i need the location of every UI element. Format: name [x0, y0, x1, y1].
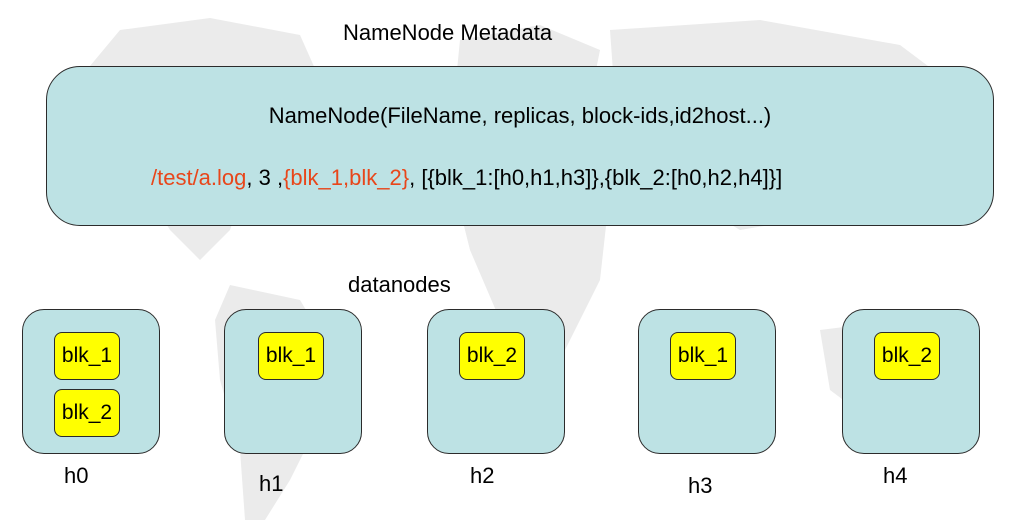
- host-label-h0: h0: [64, 463, 89, 488]
- block-blk-2: blk_2: [459, 332, 525, 380]
- block-blk-1: blk_1: [670, 332, 736, 380]
- diagram-title: NameNode Metadata: [343, 20, 553, 45]
- record-id2host: [{blk_1:[h0,h1,h3]},{blk_2:[h0,h2,h4]}]: [421, 165, 783, 190]
- datanode-h0: blk_1 blk_2: [22, 309, 160, 454]
- datanode-h2: blk_2: [427, 309, 565, 454]
- block-blk-2: blk_2: [54, 389, 120, 437]
- block-blk-1: blk_1: [258, 332, 324, 380]
- namenode-record: /test/a.log, 3 ,{blk_1,blk_2}, [{blk_1:[…: [151, 165, 782, 191]
- record-block-ids: {blk_1,blk_2}: [283, 165, 410, 190]
- host-label-h2: h2: [470, 463, 495, 488]
- host-label-h1: h1: [259, 471, 284, 496]
- datanodes-label: datanodes: [348, 272, 451, 297]
- record-separator: ,: [409, 165, 422, 190]
- datanode-h3: blk_1: [638, 309, 776, 454]
- host-label-h4: h4: [883, 463, 908, 488]
- datanode-h1: blk_1: [224, 309, 362, 454]
- record-filename: /test/a.log: [151, 165, 247, 190]
- datanode-h4: blk_2: [842, 309, 980, 454]
- namenode-metadata-box: NameNode(FileName, replicas, block-ids,i…: [46, 66, 994, 226]
- record-replicas: , 3 ,: [246, 165, 284, 190]
- host-label-h3: h3: [688, 473, 713, 498]
- block-blk-1: blk_1: [54, 332, 120, 380]
- namenode-schema: NameNode(FileName, replicas, block-ids,i…: [268, 103, 772, 128]
- block-blk-2: blk_2: [874, 332, 940, 380]
